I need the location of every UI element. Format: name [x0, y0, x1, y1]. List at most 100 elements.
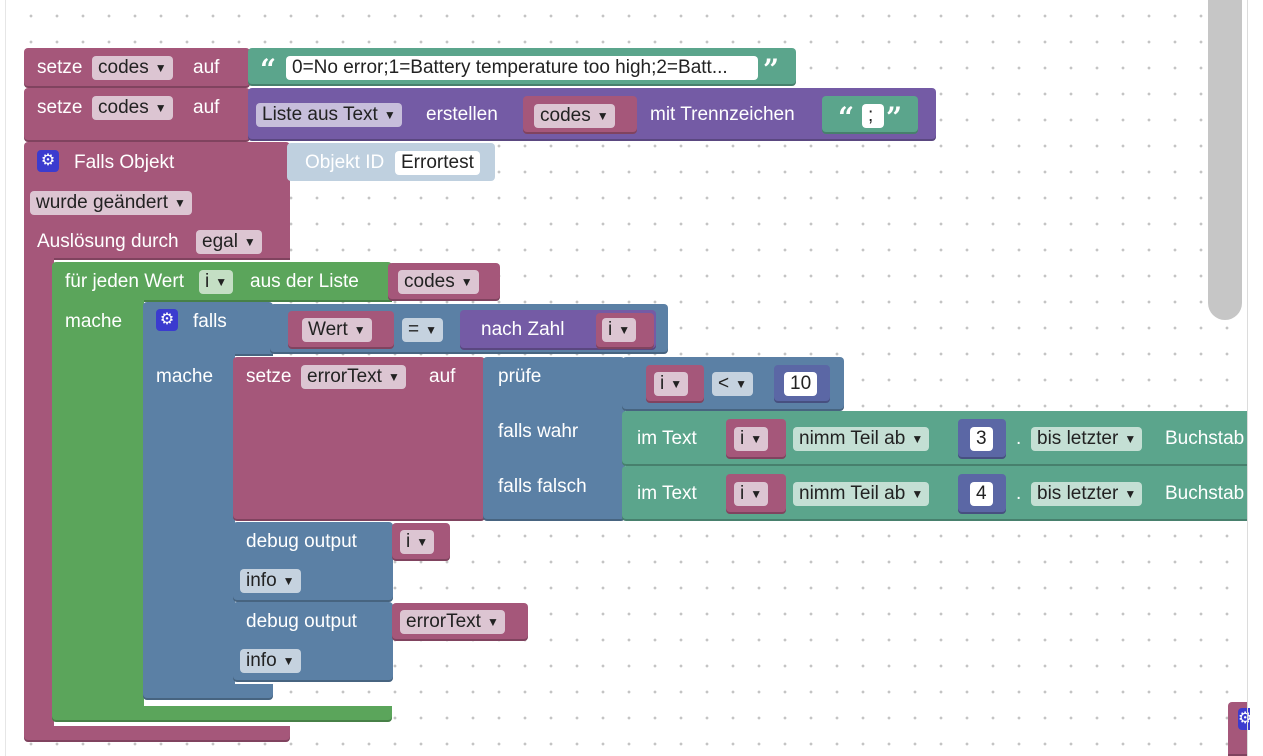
dropdown-value: Wert — [308, 319, 348, 340]
variable-dropdown-codes[interactable]: codes▼ — [534, 104, 615, 128]
variable-dropdown-i[interactable]: i▼ — [400, 530, 435, 554]
dropdown-arrow-icon: ▼ — [911, 487, 924, 501]
list-mode-dropdown[interactable]: Liste aus Text▼ — [256, 103, 402, 127]
dropdown-arrow-icon: ▼ — [154, 61, 167, 75]
log-level-dropdown[interactable]: info▼ — [240, 649, 301, 673]
gear-icon[interactable]: ⚙ — [1238, 708, 1252, 730]
dropdown-value: egal — [202, 231, 238, 252]
substring-end-dropdown[interactable]: bis letzter▼ — [1031, 482, 1143, 506]
substring-mode-dropdown[interactable]: nimm Teil ab▼ — [793, 482, 930, 506]
quote-open-icon: “ — [260, 53, 277, 86]
set-keyword: setze — [37, 57, 83, 78]
dropdown-value: i — [205, 271, 210, 292]
dropdown-arrow-icon: ▼ — [282, 574, 295, 588]
delimiter-field[interactable]: ; — [862, 104, 884, 128]
to-keyword: auf — [193, 57, 220, 78]
change-mode-dropdown[interactable]: wurde geändert▼ — [30, 191, 192, 215]
dropdown-value: info — [246, 570, 277, 591]
end-label: Buchstab — [1165, 483, 1245, 504]
dropdown-value: i — [406, 531, 411, 552]
workspace-right-border — [1247, 0, 1248, 756]
ternary-block[interactable] — [483, 357, 625, 521]
dropdown-arrow-icon: ▼ — [215, 275, 228, 289]
operator-dropdown[interactable]: <▼ — [712, 372, 753, 396]
event-bottom-bar — [24, 726, 290, 742]
if-left-arm — [143, 354, 235, 690]
quote-open-icon: “ — [838, 101, 855, 134]
loop-variable-dropdown[interactable]: i▼ — [199, 270, 234, 294]
object-id-label: Objekt ID — [305, 152, 385, 173]
dropdown-value: = — [408, 319, 420, 340]
dropdown-arrow-icon: ▼ — [154, 101, 167, 115]
quote-close-icon: ” — [763, 53, 780, 86]
in-text-label: im Text — [637, 428, 697, 449]
dropdown-value: errorText — [307, 366, 382, 387]
do-label: mache — [156, 366, 214, 387]
dropdown-arrow-icon: ▼ — [460, 275, 473, 289]
operator-dropdown[interactable]: =▼ — [402, 318, 443, 342]
dropdown-value: i — [740, 483, 745, 504]
variable-dropdown-i[interactable]: i▼ — [602, 318, 637, 342]
dropdown-arrow-icon: ▼ — [387, 370, 400, 384]
gear-icon[interactable]: ⚙ — [37, 150, 59, 172]
dropdown-arrow-icon: ▼ — [911, 432, 924, 446]
dropdown-value: wurde geändert — [36, 192, 169, 213]
for-each-bottom-bar — [52, 706, 392, 722]
variable-dropdown-codes[interactable]: codes▼ — [398, 270, 479, 294]
substring-block-2[interactable] — [622, 466, 1248, 521]
if-label: falls — [193, 311, 227, 332]
dropdown-value: i — [660, 373, 665, 394]
for-each-label: für jeden Wert — [65, 271, 184, 292]
log-level-dropdown[interactable]: info ▼ — [240, 569, 301, 593]
if-true-label: falls wahr — [498, 421, 579, 442]
dropdown-arrow-icon: ▼ — [1124, 432, 1137, 446]
substring-mode-dropdown[interactable]: nimm Teil ab ▼ — [793, 427, 930, 451]
trigger-dropdown[interactable]: egal▼ — [196, 230, 262, 254]
dropdown-arrow-icon: ▼ — [670, 377, 683, 391]
substring-end-dropdown[interactable]: bis letzter▼ — [1031, 427, 1143, 451]
dropdown-arrow-icon: ▼ — [735, 377, 747, 391]
gear-icon[interactable]: ⚙ — [156, 309, 178, 331]
dropdown-value: codes — [98, 57, 149, 78]
variable-dropdown-errortext[interactable]: errorText▼ — [400, 610, 505, 634]
from-list-label: aus der Liste — [250, 271, 359, 292]
dropdown-value: info — [246, 650, 277, 671]
dropdown-value: < — [718, 373, 730, 394]
variable-dropdown-codes[interactable]: codes ▼ — [92, 96, 173, 120]
variable-dropdown-codes[interactable]: codes ▼ — [92, 56, 173, 80]
end-label: Buchstab — [1165, 428, 1245, 449]
set-keyword: setze — [37, 97, 83, 118]
dropdown-value: errorText — [406, 611, 481, 632]
event-title: Falls Objekt — [74, 152, 175, 173]
dropdown-value: codes — [98, 97, 149, 118]
number-field[interactable]: 4 — [970, 482, 993, 506]
dropdown-value: bis letzter — [1037, 483, 1119, 504]
variable-dropdown-wert[interactable]: Wert▼ — [302, 318, 372, 342]
create-keyword: erstellen — [426, 104, 498, 125]
variable-dropdown-i[interactable]: i▼ — [734, 482, 769, 506]
substring-block-1[interactable] — [622, 411, 1248, 466]
dropdown-arrow-icon: ▼ — [750, 487, 763, 501]
event-left-arm — [24, 250, 54, 734]
to-keyword: auf — [429, 366, 456, 387]
left-border — [5, 0, 6, 756]
variable-dropdown-i[interactable]: i▼ — [654, 372, 689, 396]
dropdown-value: i — [740, 428, 745, 449]
number-field[interactable]: 3 — [970, 427, 993, 451]
variable-dropdown-errortext[interactable]: errorText ▼ — [301, 365, 406, 389]
dropdown-value: nimm Teil ab — [799, 428, 906, 449]
number-field[interactable]: 10 — [784, 372, 818, 396]
object-id-field[interactable]: Errortest — [395, 151, 480, 175]
text-field[interactable]: 0=No error;1=Battery temperature too hig… — [286, 56, 758, 80]
to-number-label: nach Zahl — [481, 319, 565, 340]
set-keyword: setze — [246, 366, 292, 387]
debug-label: debug output — [246, 611, 357, 632]
do-label: mache — [65, 311, 123, 332]
dropdown-arrow-icon: ▼ — [383, 108, 396, 122]
variable-dropdown-i[interactable]: i▼ — [734, 427, 769, 451]
check-label: prüfe — [498, 366, 542, 387]
dropdown-value: i — [608, 319, 613, 340]
dropdown-value: codes — [540, 105, 591, 126]
if-false-label: falls falsch — [498, 476, 587, 497]
vertical-scrollbar[interactable] — [1208, 0, 1242, 320]
